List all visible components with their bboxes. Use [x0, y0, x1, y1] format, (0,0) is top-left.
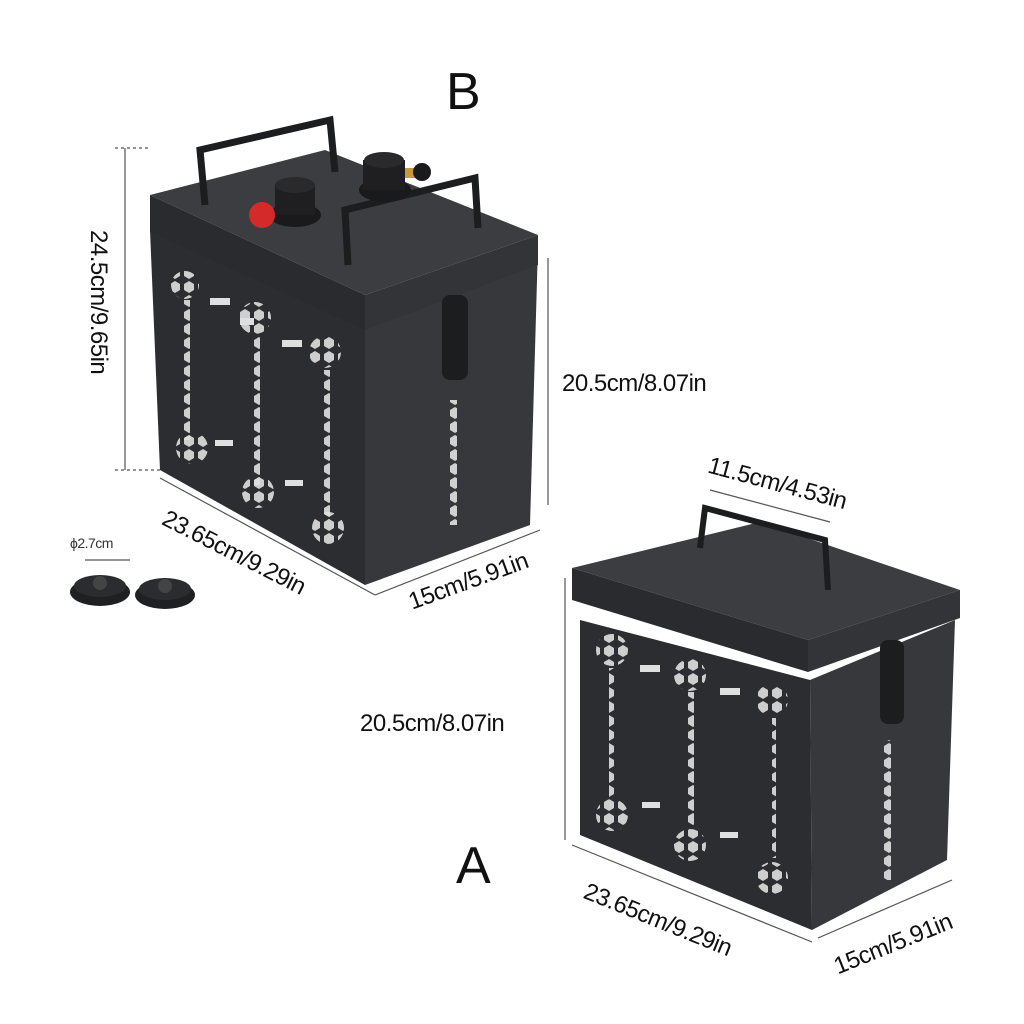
- dimension-lines: [85, 147, 953, 943]
- box-a-front-face: [580, 620, 812, 930]
- box-a-hex-perforations: [596, 634, 891, 894]
- knob-diameter-label: ϕ2.7cm: [70, 535, 113, 551]
- box-a-top: [572, 522, 960, 640]
- variant-a-label: A: [456, 837, 491, 895]
- a-height-label: 20.5cm/8.07in: [360, 710, 505, 737]
- box-b-hex-perforations: [171, 271, 457, 544]
- b-height-body-label: 20.5cm/8.07in: [562, 370, 707, 397]
- knob-accessories: [70, 575, 195, 609]
- box-a-handle: [697, 504, 831, 591]
- red-valve-knob-icon: [249, 202, 275, 228]
- box-b-latch: [442, 295, 468, 380]
- box-a-latch: [880, 640, 904, 724]
- box-a: [572, 504, 960, 930]
- box-b: [150, 115, 538, 585]
- b-height-total-label: 24.5cm/9.65in: [85, 230, 112, 375]
- variant-b-label: B: [446, 63, 481, 121]
- box-b-handle-right: [341, 173, 482, 266]
- box-b-handle-left: [196, 115, 339, 206]
